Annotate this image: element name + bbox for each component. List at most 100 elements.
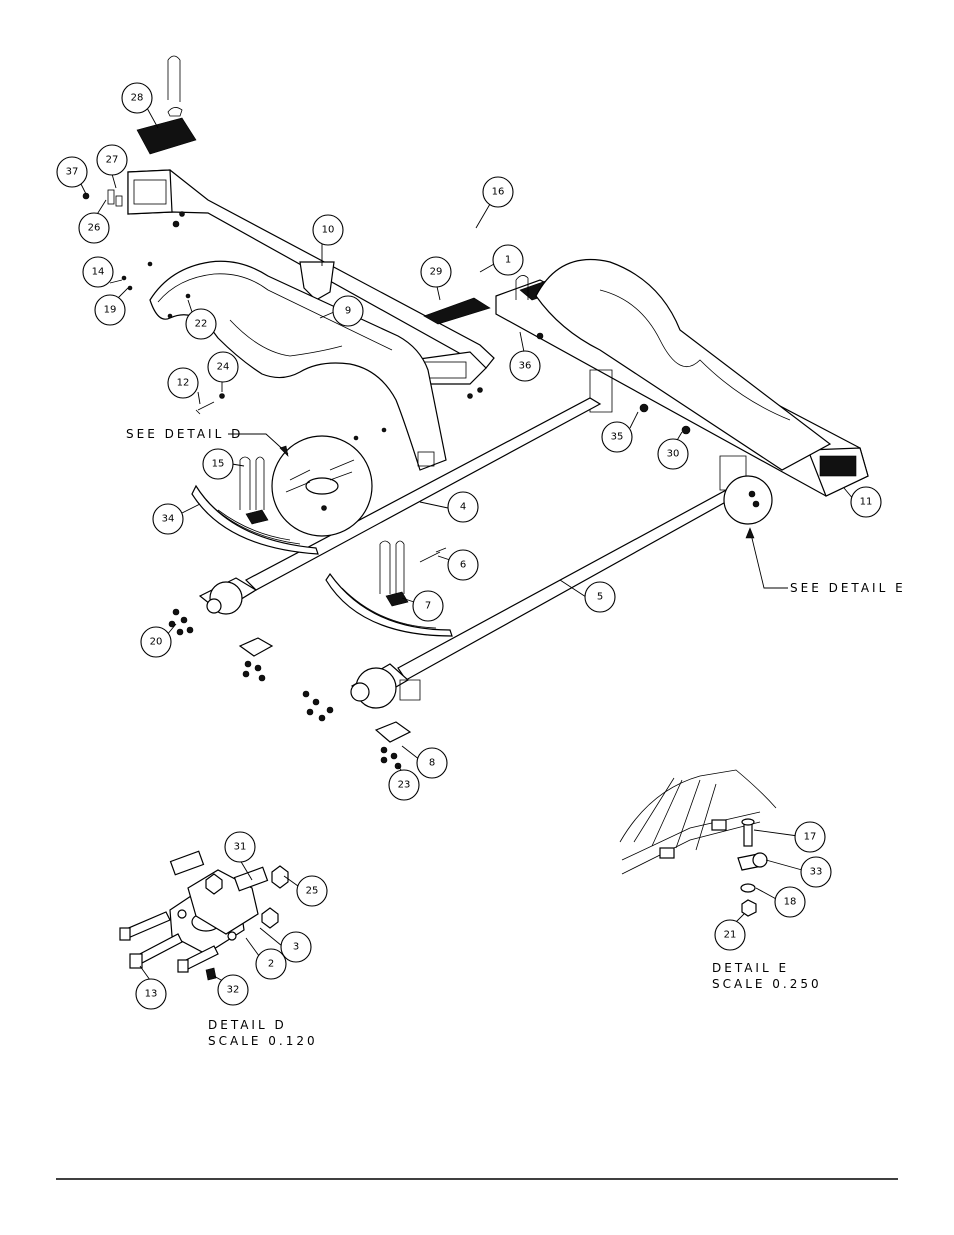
- callout-balloons: 28 27 37 26 10 16 1 14 19 22 9 29 36 24 …: [56, 82, 882, 1010]
- svg-text:34: 34: [162, 514, 175, 525]
- callout-6: 6: [447, 549, 479, 581]
- svg-text:1: 1: [505, 255, 511, 266]
- svg-text:9: 9: [345, 306, 351, 317]
- svg-text:3: 3: [293, 942, 299, 953]
- svg-text:18: 18: [784, 897, 797, 908]
- detail-e-scale: SCALE 0.250: [712, 977, 822, 991]
- svg-text:11: 11: [860, 497, 873, 508]
- callout-7: 7: [412, 590, 444, 622]
- lug-nut-cluster-right: [302, 690, 334, 722]
- tread-pad-29: [423, 297, 491, 325]
- callout-13: 13: [135, 978, 167, 1010]
- callout-15: 15: [202, 448, 234, 480]
- callout-35: 35: [601, 421, 633, 453]
- svg-text:17: 17: [804, 832, 817, 843]
- callout-23: 23: [388, 769, 420, 801]
- callout-33: 33: [800, 856, 832, 888]
- detail-d-scale: SCALE 0.120: [208, 1034, 318, 1048]
- svg-text:37: 37: [66, 167, 79, 178]
- svg-text:2: 2: [268, 959, 274, 970]
- svg-text:31: 31: [234, 842, 247, 853]
- front-axle: [198, 397, 602, 615]
- leaf-spring-34: [191, 456, 319, 555]
- callout-22: 22: [185, 308, 217, 340]
- callout-8: 8: [416, 747, 448, 779]
- plate-8-right: [374, 721, 412, 770]
- callout-18: 18: [774, 886, 806, 918]
- callout-20: 20: [140, 626, 172, 658]
- small-hardware: [82, 189, 225, 415]
- left-frame-rail: [127, 169, 495, 399]
- callout-24: 24: [207, 351, 239, 383]
- svg-text:28: 28: [131, 93, 144, 104]
- callout-27: 27: [96, 144, 128, 176]
- svg-text:16: 16: [492, 187, 505, 198]
- svg-text:10: 10: [322, 225, 335, 236]
- svg-text:15: 15: [212, 459, 225, 470]
- rear-axle: [350, 487, 742, 709]
- svg-text:24: 24: [217, 362, 230, 373]
- main-assembly-view: [79, 55, 869, 775]
- callout-36: 36: [509, 350, 541, 382]
- svg-text:20: 20: [150, 637, 163, 648]
- callout-17: 17: [794, 821, 826, 853]
- svg-text:12: 12: [177, 378, 190, 389]
- callout-9: 9: [332, 295, 364, 327]
- callout-1: 1: [492, 244, 524, 276]
- detail-e-title: DETAIL E: [712, 961, 789, 975]
- svg-text:13: 13: [145, 989, 158, 1000]
- svg-text:25: 25: [306, 886, 319, 897]
- svg-text:8: 8: [429, 758, 435, 769]
- svg-text:14: 14: [92, 267, 105, 278]
- callout-19: 19: [94, 294, 126, 326]
- callout-21: 21: [714, 919, 746, 951]
- svg-text:32: 32: [227, 985, 240, 996]
- callout-16: 16: [482, 176, 514, 208]
- callout-30: 30: [657, 438, 689, 470]
- detail-e-callout-circle: [723, 475, 773, 525]
- callout-2: 2: [255, 948, 287, 980]
- callout-31: 31: [224, 831, 256, 863]
- callout-26: 26: [78, 212, 110, 244]
- see-detail-e-label: SEE DETAIL E: [790, 581, 906, 595]
- callout-25: 25: [296, 875, 328, 907]
- callout-28: 28: [121, 82, 153, 114]
- callout-29: 29: [420, 256, 452, 288]
- callout-4: 4: [447, 491, 479, 523]
- svg-text:4: 4: [460, 502, 466, 513]
- svg-text:36: 36: [519, 361, 532, 372]
- svg-text:26: 26: [88, 223, 101, 234]
- svg-text:30: 30: [667, 449, 680, 460]
- tread-pad-28: [136, 55, 197, 155]
- lug-nut-cluster-20: [168, 608, 194, 636]
- callout-34: 34: [152, 503, 184, 535]
- callout-32: 32: [217, 974, 249, 1006]
- plate-8-left: [238, 637, 274, 682]
- svg-text:23: 23: [398, 780, 411, 791]
- detail-d-title: DETAIL D: [208, 1018, 287, 1032]
- detail-d-callout-circle: [271, 435, 373, 537]
- callout-11: 11: [850, 486, 882, 518]
- svg-text:22: 22: [195, 319, 208, 330]
- callout-3: 3: [280, 931, 312, 963]
- detail-e-view: [619, 769, 803, 927]
- detail-d-view: [119, 850, 299, 985]
- svg-text:33: 33: [810, 867, 823, 878]
- svg-text:35: 35: [611, 432, 624, 443]
- leaf-spring-7: [325, 540, 453, 637]
- svg-text:21: 21: [724, 930, 737, 941]
- svg-text:6: 6: [460, 560, 466, 571]
- svg-text:19: 19: [104, 305, 117, 316]
- callout-12: 12: [167, 367, 199, 399]
- svg-text:7: 7: [425, 601, 431, 612]
- callout-37: 37: [56, 156, 88, 188]
- svg-text:5: 5: [597, 592, 603, 603]
- see-detail-d-label: SEE DETAIL D: [126, 427, 243, 441]
- callout-14: 14: [82, 256, 114, 288]
- svg-text:29: 29: [430, 267, 443, 278]
- right-frame-assembly: [495, 258, 869, 497]
- callout-10: 10: [312, 214, 344, 246]
- svg-text:27: 27: [106, 155, 119, 166]
- callout-5: 5: [584, 581, 616, 613]
